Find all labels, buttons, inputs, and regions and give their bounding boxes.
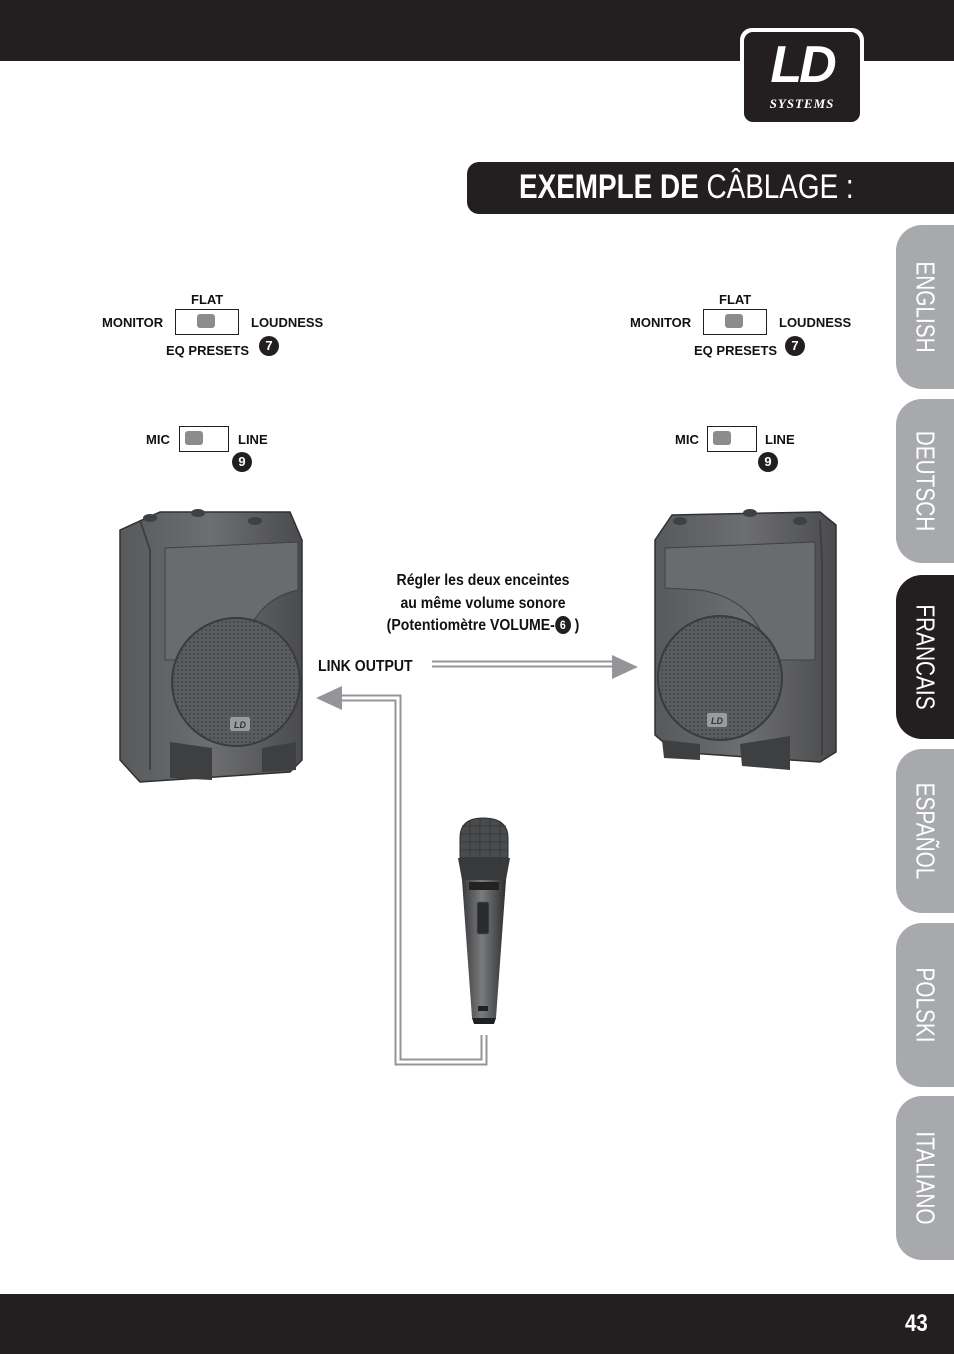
left-eq-loudness-label: LOUDNESS bbox=[251, 315, 324, 330]
svg-text:LD: LD bbox=[711, 716, 723, 726]
right-eq-badge-7: 7 bbox=[785, 336, 805, 356]
tab-italiano[interactable]: ITALIANO bbox=[896, 1096, 954, 1260]
logo-systems-text: SYSTEMS bbox=[769, 96, 835, 111]
left-input-badge-9: 9 bbox=[232, 452, 252, 472]
right-eq-switch-knob bbox=[725, 314, 743, 328]
svg-text:LD: LD bbox=[234, 720, 246, 730]
left-eq-flat-label: FLAT bbox=[191, 292, 224, 307]
ld-systems-logo: LD SYSTEMS bbox=[740, 28, 864, 126]
instruction-line-2: au même volume sonore bbox=[400, 594, 566, 612]
instruction-line-1: Régler les deux enceintes bbox=[396, 572, 570, 589]
right-eq-presets-caption: EQ PRESETS bbox=[694, 343, 778, 358]
right-eq-monitor-label: MONITOR bbox=[630, 315, 692, 330]
right-speaker: LD bbox=[654, 509, 837, 770]
page-number: 43 bbox=[905, 1310, 928, 1337]
volume-badge-6: 6 bbox=[554, 616, 571, 634]
left-eq-monitor-label: MONITOR bbox=[102, 315, 164, 330]
left-eq-presets-caption: EQ PRESETS bbox=[166, 343, 250, 358]
tab-deutsch[interactable]: DEUTSCH bbox=[896, 399, 954, 563]
left-line-label: LINE bbox=[238, 432, 268, 447]
tab-english[interactable]: ENGLISH bbox=[896, 225, 954, 389]
section-title-bold: EXEMPLE DE bbox=[519, 168, 699, 206]
link-output-label: LINK OUTPUT bbox=[318, 658, 413, 675]
microphone bbox=[458, 817, 510, 1024]
tab-francais[interactable]: FRANCAIS bbox=[896, 575, 954, 739]
left-eq-switch-knob bbox=[197, 314, 215, 328]
instruction-line-3-close: ) bbox=[570, 617, 580, 634]
left-eq-badge-7: 7 bbox=[259, 336, 279, 356]
left-eq-preset-switch[interactable] bbox=[175, 309, 239, 335]
mic-cable bbox=[316, 686, 488, 1066]
right-input-badge-9: 9 bbox=[758, 452, 778, 472]
logo-ld-text: LD bbox=[770, 36, 836, 94]
instruction-line-3-text: (Potentiomètre VOLUME- bbox=[386, 617, 555, 634]
left-speaker: LD bbox=[119, 509, 303, 783]
right-line-label: LINE bbox=[765, 432, 795, 447]
instruction-line-3: (Potentiomètre VOLUME-6 ) bbox=[357, 615, 609, 638]
left-mic-line-switch[interactable] bbox=[179, 426, 229, 452]
right-mic-switch-knob bbox=[713, 431, 731, 445]
left-mic-switch-knob bbox=[185, 431, 203, 445]
section-title-light: CÂBLAGE : bbox=[706, 168, 854, 206]
tab-espanol[interactable]: ESPAÑOL bbox=[896, 749, 954, 913]
section-title-bar: EXEMPLE DE CÂBLAGE : bbox=[467, 162, 954, 214]
right-mic-label: MIC bbox=[675, 432, 699, 447]
right-mic-line-switch[interactable] bbox=[707, 426, 757, 452]
right-eq-flat-label: FLAT bbox=[719, 292, 752, 307]
right-eq-loudness-label: LOUDNESS bbox=[779, 315, 852, 330]
left-mic-label: MIC bbox=[146, 432, 170, 447]
right-eq-preset-switch[interactable] bbox=[703, 309, 767, 335]
link-output-arrow bbox=[432, 655, 638, 679]
tab-polski[interactable]: POLSKI bbox=[896, 923, 954, 1087]
instruction-note: Régler les deux enceintes au même volume… bbox=[357, 570, 609, 638]
bottom-bar bbox=[0, 1294, 954, 1354]
section-title: EXEMPLE DE CÂBLAGE : bbox=[519, 168, 854, 207]
